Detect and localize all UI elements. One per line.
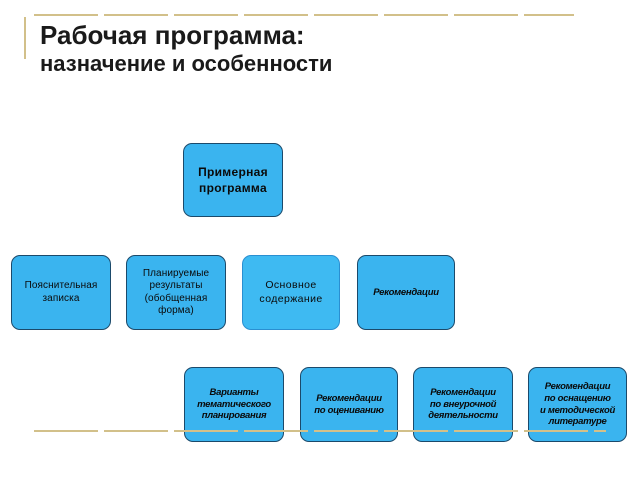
node-thematic-planning-label: Варианты тематического планирования (197, 386, 271, 422)
node-main-content-label: Основное содержание (259, 279, 323, 305)
node-equipment-recommendations-label: Рекомендации по оснащению и методической… (540, 380, 615, 428)
slide-title: Рабочая программа: назначение и особенно… (40, 20, 332, 77)
node-assessment-recommendations-label: Рекомендации по оцениванию (314, 392, 384, 416)
slide-title-line-2: назначение и особенности (40, 50, 333, 76)
node-sample-program[interactable]: Примерная программа (183, 143, 283, 217)
node-extracurricular-recommendations[interactable]: Рекомендации по внеурочной деятельности (413, 367, 513, 442)
decorative-top-line (34, 14, 574, 16)
node-main-content[interactable]: Основное содержание (242, 255, 340, 330)
node-equipment-recommendations[interactable]: Рекомендации по оснащению и методической… (528, 367, 627, 442)
node-thematic-planning[interactable]: Варианты тематического планирования (184, 367, 284, 442)
node-sample-program-label: Примерная программа (198, 164, 268, 195)
node-recommendations-label: Рекомендации (373, 286, 439, 298)
decorative-left-line (24, 17, 26, 59)
node-recommendations[interactable]: Рекомендации (357, 255, 455, 330)
slide-title-line-1: Рабочая программа: (40, 20, 305, 50)
decorative-bottom-line (34, 430, 606, 432)
node-planned-results[interactable]: Планируемые результаты (обобщенная форма… (126, 255, 226, 330)
node-explanatory-note-label: Пояснительная записка (24, 280, 98, 304)
node-extracurricular-recommendations-label: Рекомендации по внеурочной деятельности (428, 386, 498, 422)
node-planned-results-label: Планируемые результаты (обобщенная форма… (142, 267, 210, 317)
node-explanatory-note[interactable]: Пояснительная записка (11, 255, 111, 330)
node-assessment-recommendations[interactable]: Рекомендации по оцениванию (300, 367, 398, 442)
